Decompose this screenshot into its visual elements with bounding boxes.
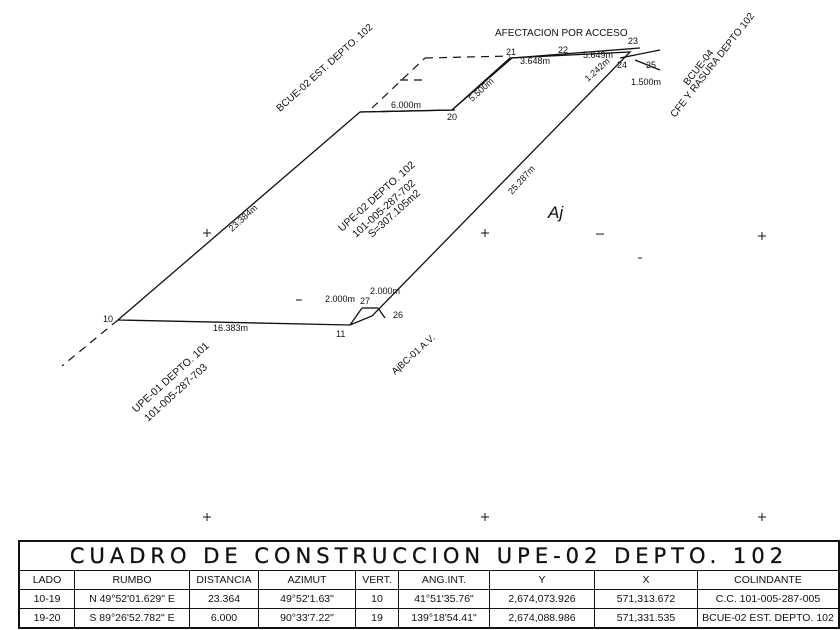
- notch-3: [377, 307, 386, 319]
- cell-rumbo: S 89°26'52.782" E: [74, 608, 190, 629]
- cell-colindante: BCUE-02 EST. DEPTO. 102: [697, 608, 840, 629]
- distance-23-26: 25.287m: [506, 164, 537, 197]
- access-line: [451, 57, 513, 111]
- cell-azimut: 49°52'1.63": [258, 589, 356, 609]
- table-row: 19-20 S 89°26'52.782" E 6.000 90°33'7.22…: [18, 608, 840, 629]
- vertex-10: 10: [103, 314, 113, 324]
- boundary-upper-left: [359, 109, 456, 113]
- header-azimut: AZIMUT: [258, 570, 356, 590]
- header-x: X: [594, 570, 698, 590]
- distance-23-24: 1.242m: [583, 56, 612, 84]
- corner-link: [619, 49, 661, 59]
- cell-colindante: C.C. 101-005-287-005: [697, 589, 840, 609]
- grid-marks: [203, 229, 766, 521]
- vertex-24: 24: [617, 60, 627, 70]
- table-header-row: LADO RUMBO DISTANCIA AZIMUT VERT. ANG.IN…: [18, 570, 840, 590]
- vertex-26: 26: [393, 310, 403, 320]
- vertex-22: 22: [558, 45, 568, 55]
- vertex-20: 20: [447, 112, 457, 122]
- cell-rumbo: N 49°52'01.629" E: [74, 589, 190, 609]
- lot-boundary: [117, 51, 632, 326]
- vertex-27: 27: [360, 296, 370, 306]
- table-title: CUADRO DE CONSTRUCCION UPE-02 DEPTO. 102: [18, 540, 840, 571]
- cell-lado: 19-20: [18, 608, 75, 629]
- vertex-23: 23: [628, 36, 638, 46]
- construction-table-section: CUADRO DE CONSTRUCCION UPE-02 DEPTO. 102…: [0, 540, 840, 630]
- neighbor-right-label-2: CFE Y RASURA DEPTO 102: [669, 11, 758, 120]
- extension-top: [371, 57, 426, 109]
- distance-10-20: 23.384m: [227, 203, 260, 234]
- cell-x: 571,331.535: [594, 608, 698, 629]
- cell-x: 571,313.672: [594, 589, 698, 609]
- cell-distancia: 23.364: [189, 589, 259, 609]
- corner-link-2: [634, 59, 661, 71]
- cell-y: 2,674,088.986: [489, 608, 595, 629]
- header-rumbo: RUMBO: [74, 570, 190, 590]
- header-y: Y: [489, 570, 595, 590]
- distance-11-27: 2.000m: [325, 294, 355, 304]
- distance-25: 1.500m: [631, 77, 661, 87]
- cell-ang-int: 139°18'54.41": [398, 608, 490, 629]
- neighbor-top-label: BCUE-02 EST. DEPTO. 102: [275, 22, 376, 114]
- header-lado: LADO: [18, 570, 75, 590]
- access-top: [511, 47, 641, 59]
- vertex-21: 21: [506, 47, 516, 57]
- table-row: 10-19 N 49°52'01.629" E 23.364 49°52'1.6…: [18, 589, 840, 609]
- header-distancia: DISTANCIA: [189, 570, 259, 590]
- vertex-25: 25: [646, 60, 656, 70]
- access-label: AFECTACION POR ACCESO: [495, 28, 628, 39]
- construction-table: CUADRO DE CONSTRUCCION UPE-02 DEPTO. 102…: [18, 540, 840, 629]
- cell-y: 2,674,073.926: [489, 589, 595, 609]
- distance-10-11: 16.383m: [213, 323, 248, 333]
- cell-vert: 19: [355, 608, 399, 629]
- cell-distancia: 6.000: [189, 608, 259, 629]
- neighbor-bottom-right: AjBC-01 A.V.: [390, 333, 438, 378]
- header-ang-int: ANG.INT.: [398, 570, 490, 590]
- cell-vert: 10: [355, 589, 399, 609]
- vertex-11: 11: [336, 329, 345, 339]
- cell-ang-int: 41°51'35.76": [398, 589, 490, 609]
- distance-27-26: 2.000m: [370, 286, 400, 296]
- notch-1: [349, 307, 363, 326]
- header-vert: VERT.: [355, 570, 399, 590]
- header-colindante: COLINDANTE: [697, 570, 840, 590]
- handwritten-note: Aj: [547, 203, 564, 222]
- distance-21-22: 3.648m: [520, 56, 550, 66]
- cell-azimut: 90°33'7.22": [258, 608, 356, 629]
- site-plan-drawing: AFECTACION POR ACCESO BCUE-02 EST. DEPTO…: [61, 11, 766, 521]
- extension-bottom-left: [61, 319, 119, 367]
- extension-right: [424, 55, 511, 59]
- distance-22-23: 5.649m: [583, 50, 613, 60]
- cell-lado: 10-19: [18, 589, 75, 609]
- distance-20-21: 5.500m: [467, 76, 496, 104]
- distance-19-20: 6.000m: [391, 100, 421, 110]
